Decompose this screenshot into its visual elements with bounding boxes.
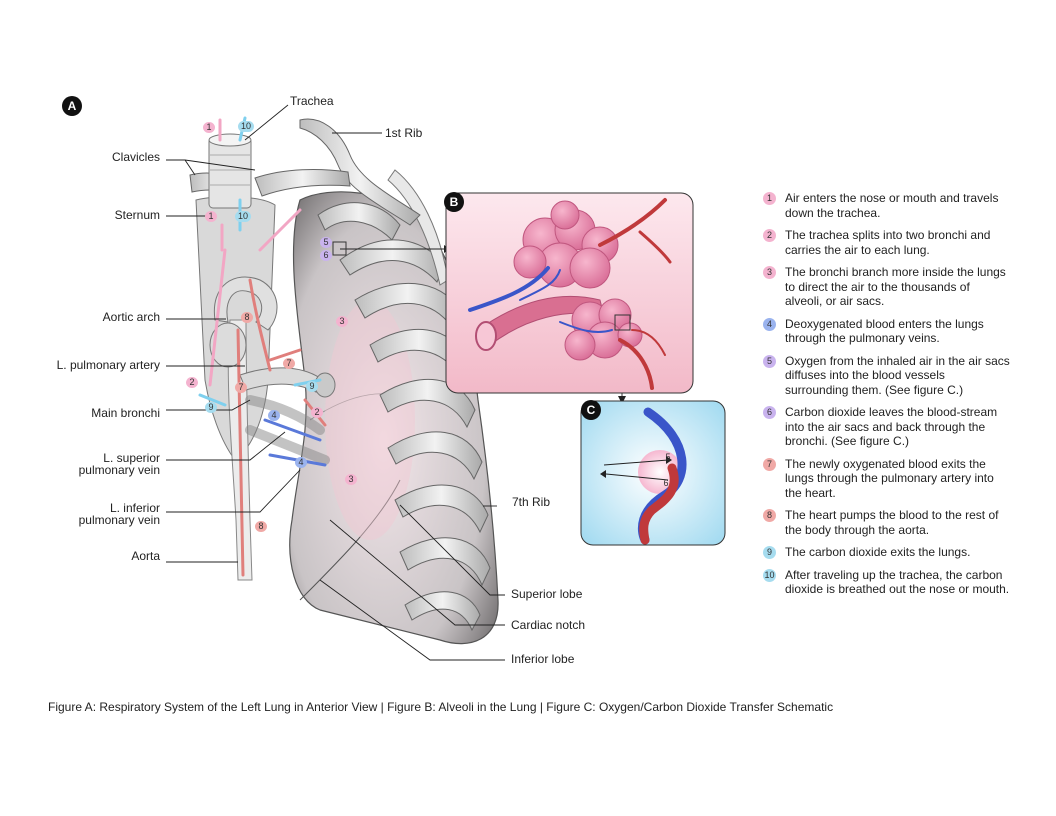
figure-c-letter: C (581, 400, 601, 420)
legend-item: 6 Carbon dioxide leaves the blood-stream … (763, 405, 1013, 449)
legend-number: 1 (763, 192, 776, 205)
label-inferior-lobe: Inferior lobe (511, 652, 575, 666)
step-marker-8b: 8 (255, 521, 267, 532)
step-marker-7b: 7 (235, 382, 247, 393)
step-marker-5: 5 (320, 237, 332, 248)
legend-item: 1 Air enters the nose or mouth and travel… (763, 191, 1013, 220)
step-marker-10b: 10 (235, 211, 251, 222)
legend: 1 Air enters the nose or mouth and travel… (763, 191, 1013, 605)
label-aorta: Aorta (131, 549, 160, 563)
legend-text: The heart pumps the blood to the rest of… (785, 508, 999, 537)
label-clavicles: Clavicles (111, 150, 160, 164)
label-inferior-vein-1: L. inferior (109, 501, 160, 515)
legend-number: 5 (763, 354, 776, 368)
step-marker-4b: 4 (295, 457, 307, 468)
step-marker-9: 9 (306, 381, 318, 392)
legend-number: 3 (763, 266, 776, 279)
first-rib (299, 118, 421, 226)
legend-item: 4 Deoxygenated blood enters the lungs thr… (763, 317, 1013, 346)
step-marker-7: 7 (283, 358, 295, 369)
label-trachea: Trachea (290, 94, 334, 108)
clavicle-right (254, 169, 351, 197)
legend-text: The carbon dioxide exits the lungs. (785, 545, 971, 559)
trachea (208, 137, 252, 209)
figure-caption: Figure A: Respiratory System of the Left… (48, 700, 834, 714)
legend-text: After traveling up the trachea, the carb… (785, 567, 1010, 597)
legend-number: 9 (763, 546, 776, 559)
legend-item: 9 The carbon dioxide exits the lungs. (763, 545, 1013, 560)
step-marker-9b: 9 (205, 402, 217, 413)
label-pulmonary-artery: L. pulmonary artery (56, 358, 160, 372)
figure-b-letter: B (444, 192, 464, 212)
label-superior-vein-2: pulmonary vein (78, 463, 160, 477)
legend-text: The bronchi branch more inside the lungs… (785, 265, 1006, 308)
step-marker-1b: 1 (205, 211, 217, 222)
label-first-rib: 1st Rib (385, 126, 423, 140)
label-main-bronchi: Main bronchi (91, 406, 160, 420)
step-marker-8: 8 (241, 312, 253, 323)
legend-text: Air enters the nose or mouth and travels… (785, 191, 999, 220)
legend-text: Oxygen from the inhaled air in the air s… (785, 353, 1010, 397)
legend-text: The newly oxygenated blood exits the lun… (785, 456, 994, 500)
step-marker-4: 4 (268, 410, 280, 421)
label-sternum: Sternum (114, 208, 160, 222)
legend-number: 7 (763, 457, 776, 471)
legend-item: 2 The trachea splits into two bronchi and… (763, 228, 1013, 257)
label-inferior-vein-2: pulmonary vein (78, 513, 160, 527)
step-marker-2: 2 (186, 377, 198, 388)
label-cardiac-notch: Cardiac notch (511, 618, 586, 632)
legend-item: 3 The bronchi branch more inside the lung… (763, 265, 1013, 309)
legend-number: 2 (763, 229, 776, 242)
label-seventh-rib: 7th Rib (512, 495, 551, 509)
legend-number: 4 (763, 317, 776, 331)
legend-number: 10 (763, 568, 776, 582)
legend-number: 8 (763, 509, 776, 522)
step-marker-1: 1 (203, 122, 215, 133)
step-marker-10: 10 (238, 121, 254, 132)
label-superior-lobe: Superior lobe (511, 587, 583, 601)
legend-text: Carbon dioxide leaves the blood-stream i… (785, 405, 998, 448)
figure-a-letter: A (62, 96, 82, 116)
legend-item: 8 The heart pumps the blood to the rest o… (763, 508, 1013, 537)
step-marker-6c: 6 (663, 478, 669, 488)
step-marker-5c: 5 (665, 452, 671, 462)
legend-item: 7 The newly oxygenated blood exits the lu… (763, 457, 1013, 501)
legend-number: 6 (763, 406, 776, 419)
label-superior-vein-1: L. superior (103, 451, 160, 465)
legend-text: Deoxygenated blood enters the lungs thro… (785, 316, 984, 346)
aortic-arch (213, 276, 278, 331)
legend-text: The trachea splits into two bronchi and … (785, 228, 991, 257)
step-marker-2b: 2 (311, 407, 323, 418)
label-aortic-arch: Aortic arch (102, 310, 160, 324)
step-marker-6: 6 (320, 250, 332, 261)
legend-item: 10 After traveling up the trachea, the ca… (763, 568, 1013, 597)
step-marker-3b: 3 (345, 474, 357, 485)
legend-item: 5 Oxygen from the inhaled air in the air … (763, 354, 1013, 398)
step-marker-3: 3 (336, 316, 348, 327)
